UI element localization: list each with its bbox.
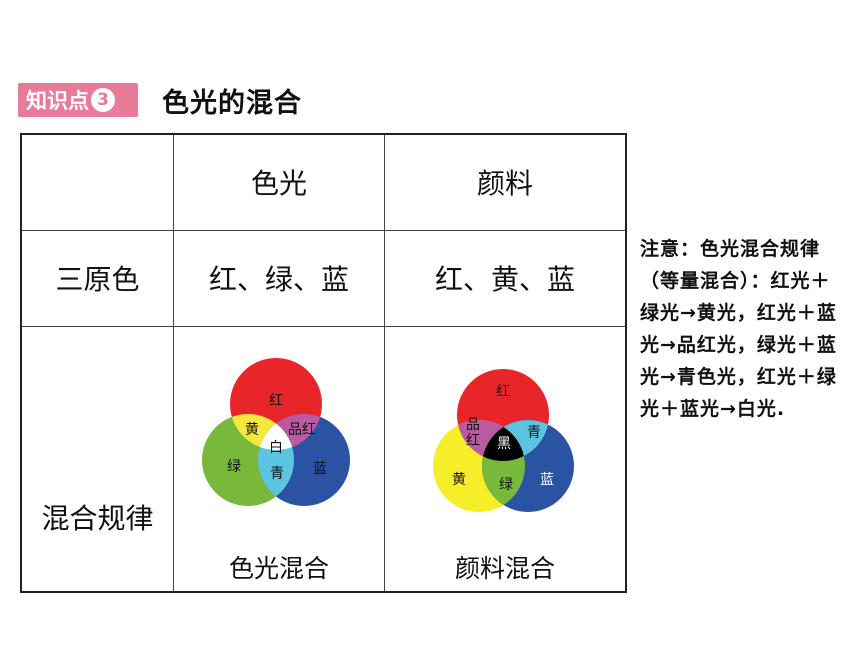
cell-light-primaries: 红、绿、蓝 — [173, 229, 385, 327]
table-row-primary-colors: 三原色 红、绿、蓝 红、黄、蓝 — [20, 229, 627, 327]
table-row-mixing-rules: 混合规律 红 黄 品红 — [20, 325, 627, 593]
light-label-blue: 蓝 — [313, 461, 327, 477]
light-label-green: 绿 — [227, 459, 241, 475]
pigment-label-black: 黑 — [497, 436, 511, 452]
color-mixing-table: 色光 颜料 三原色 红、绿、蓝 红、黄、蓝 混合规律 — [20, 133, 627, 593]
pigment-black-center — [482, 419, 525, 461]
badge-number: 3 — [91, 88, 115, 112]
light-label-cyan: 青 — [270, 466, 284, 482]
light-label-white: 白 — [269, 440, 283, 456]
knowledge-point-badge: 知识点 3 — [18, 83, 138, 117]
note-label: 注意： — [640, 238, 701, 260]
light-white-center — [258, 413, 294, 450]
light-label-yellow: 黄 — [245, 421, 259, 438]
light-label-magenta: 品红 — [288, 422, 316, 438]
header-cell-empty — [20, 133, 174, 231]
pigment-label-green: 绿 — [499, 477, 513, 493]
pigment-mixing-caption: 颜料混合 — [454, 553, 555, 583]
pigment-label-blue: 蓝 — [540, 472, 554, 488]
light-label-red: 红 — [269, 393, 283, 409]
mixing-note: 注意：色光混合规律（等量混合）：红光＋绿光→黄光，红光＋蓝光→品红光，绿光＋蓝光… — [640, 233, 850, 425]
light-venn-diagram: 红 黄 品红 白 绿 青 蓝 — [202, 357, 350, 506]
pigment-label-red: 红 — [496, 384, 510, 400]
pigment-venn-diagram: 红 品 红 黑 青 黄 绿 蓝 — [433, 368, 574, 512]
header-cell-light: 色光 — [173, 133, 385, 231]
light-mixing-caption: 色光混合 — [228, 553, 329, 583]
section-title: 色光的混合 — [162, 87, 302, 119]
pigment-label-magenta-bottom: 红 — [466, 433, 480, 449]
pigment-label-magenta-top: 品 — [466, 417, 480, 433]
cell-pigment-primaries: 红、黄、蓝 — [384, 229, 627, 327]
badge-label: 知识点 — [26, 89, 89, 113]
header-cell-pigment: 颜料 — [384, 133, 627, 231]
cell-pigment-mixing: 红 品 红 黑 青 黄 绿 蓝 颜料混合 — [384, 325, 627, 593]
row-label-mixing: 混合规律 — [20, 325, 174, 593]
pigment-label-yellow: 黄 — [452, 471, 466, 488]
table-header-row: 色光 颜料 — [20, 133, 627, 231]
cell-light-mixing: 红 黄 品红 白 绿 青 蓝 色光混合 — [173, 325, 385, 593]
row-label-primary: 三原色 — [20, 229, 174, 327]
pigment-label-cyan: 青 — [527, 425, 541, 441]
section-header: 知识点 3 色光的混合 — [18, 82, 302, 119]
note-text: 色光混合规律（等量混合）：红光＋绿光→黄光，红光＋蓝光→品红光，绿光＋蓝光→青色… — [640, 238, 837, 420]
